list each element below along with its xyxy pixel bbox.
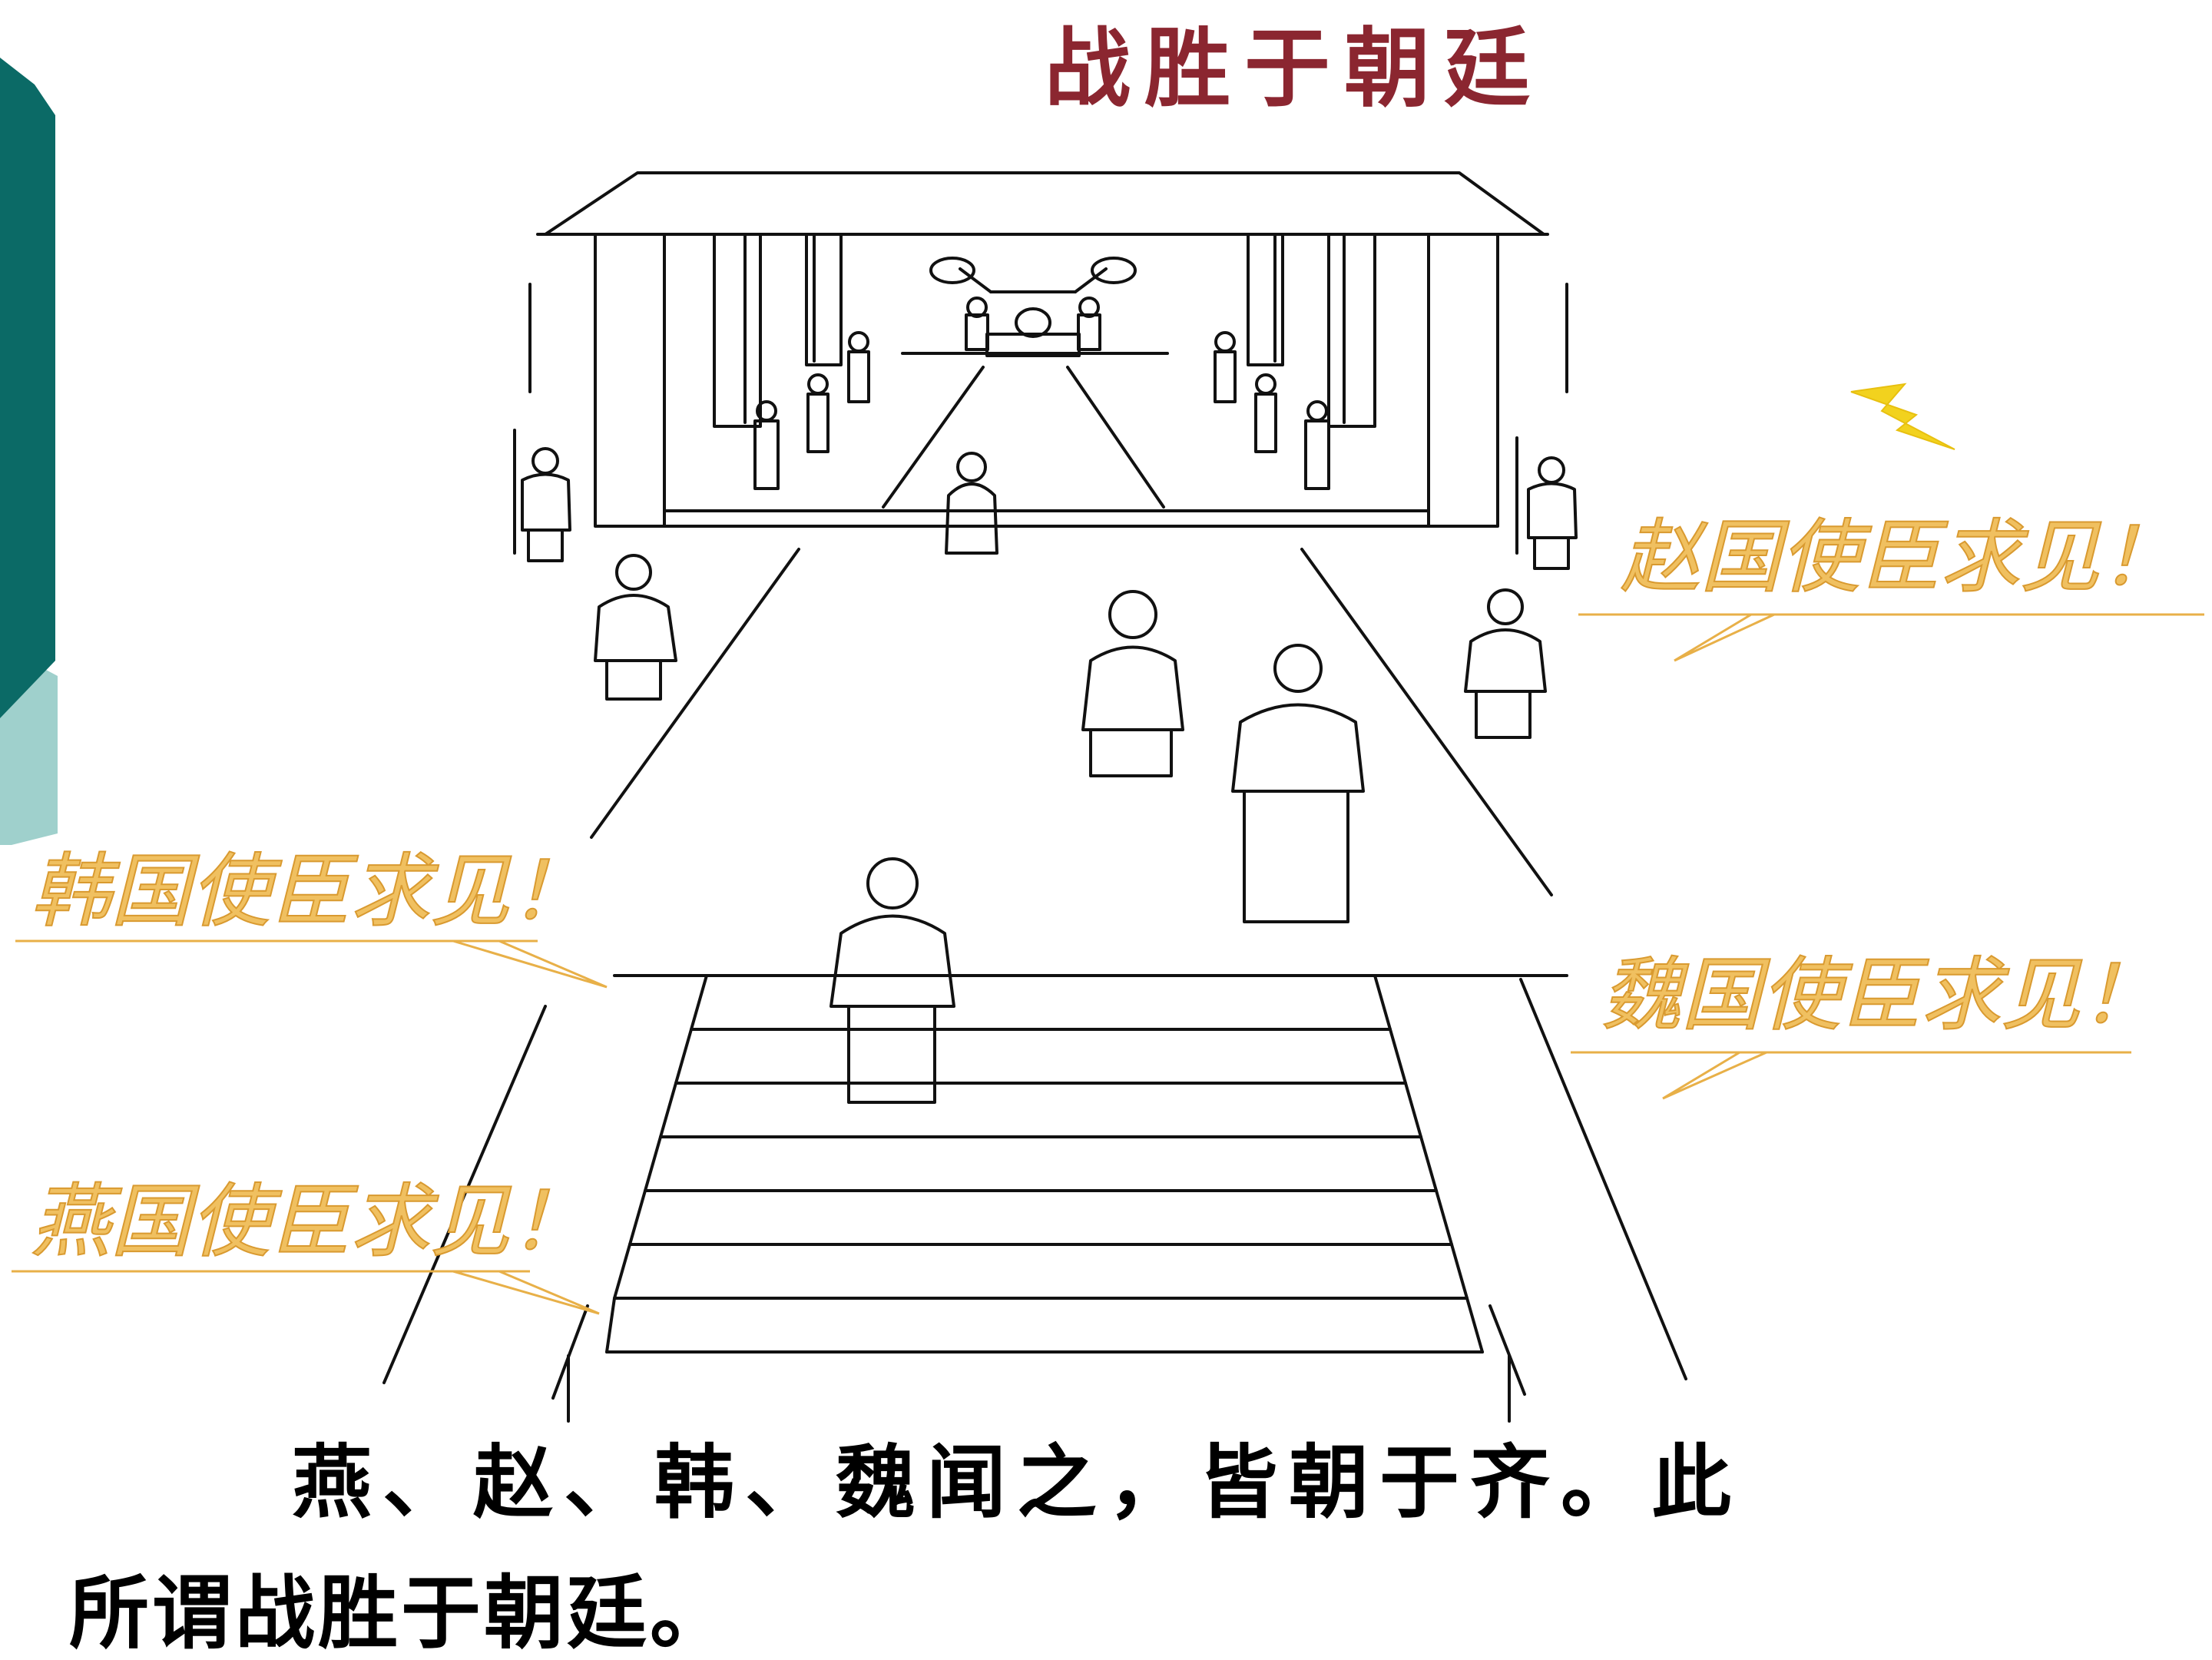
speech-bubble-han: 韩国使臣求见！: [30, 844, 591, 938]
speech-bubble-wei: 魏国使臣求见！: [1601, 948, 2161, 1042]
speech-bubble-yan: 燕国使臣求见！: [30, 1175, 591, 1268]
slide-title: 战胜于朝廷: [1045, 18, 1544, 119]
lightning-icon: [1850, 383, 1955, 450]
speech-bubble-zhao: 赵国使臣求见！: [1620, 510, 2181, 604]
caption-line-2: 所谓战胜于朝廷。: [69, 1566, 733, 1660]
caption-line-1: 燕、赵、韩、魏闻之，皆朝于齐。此: [292, 1436, 1743, 1529]
left-decoration: [0, 58, 58, 845]
